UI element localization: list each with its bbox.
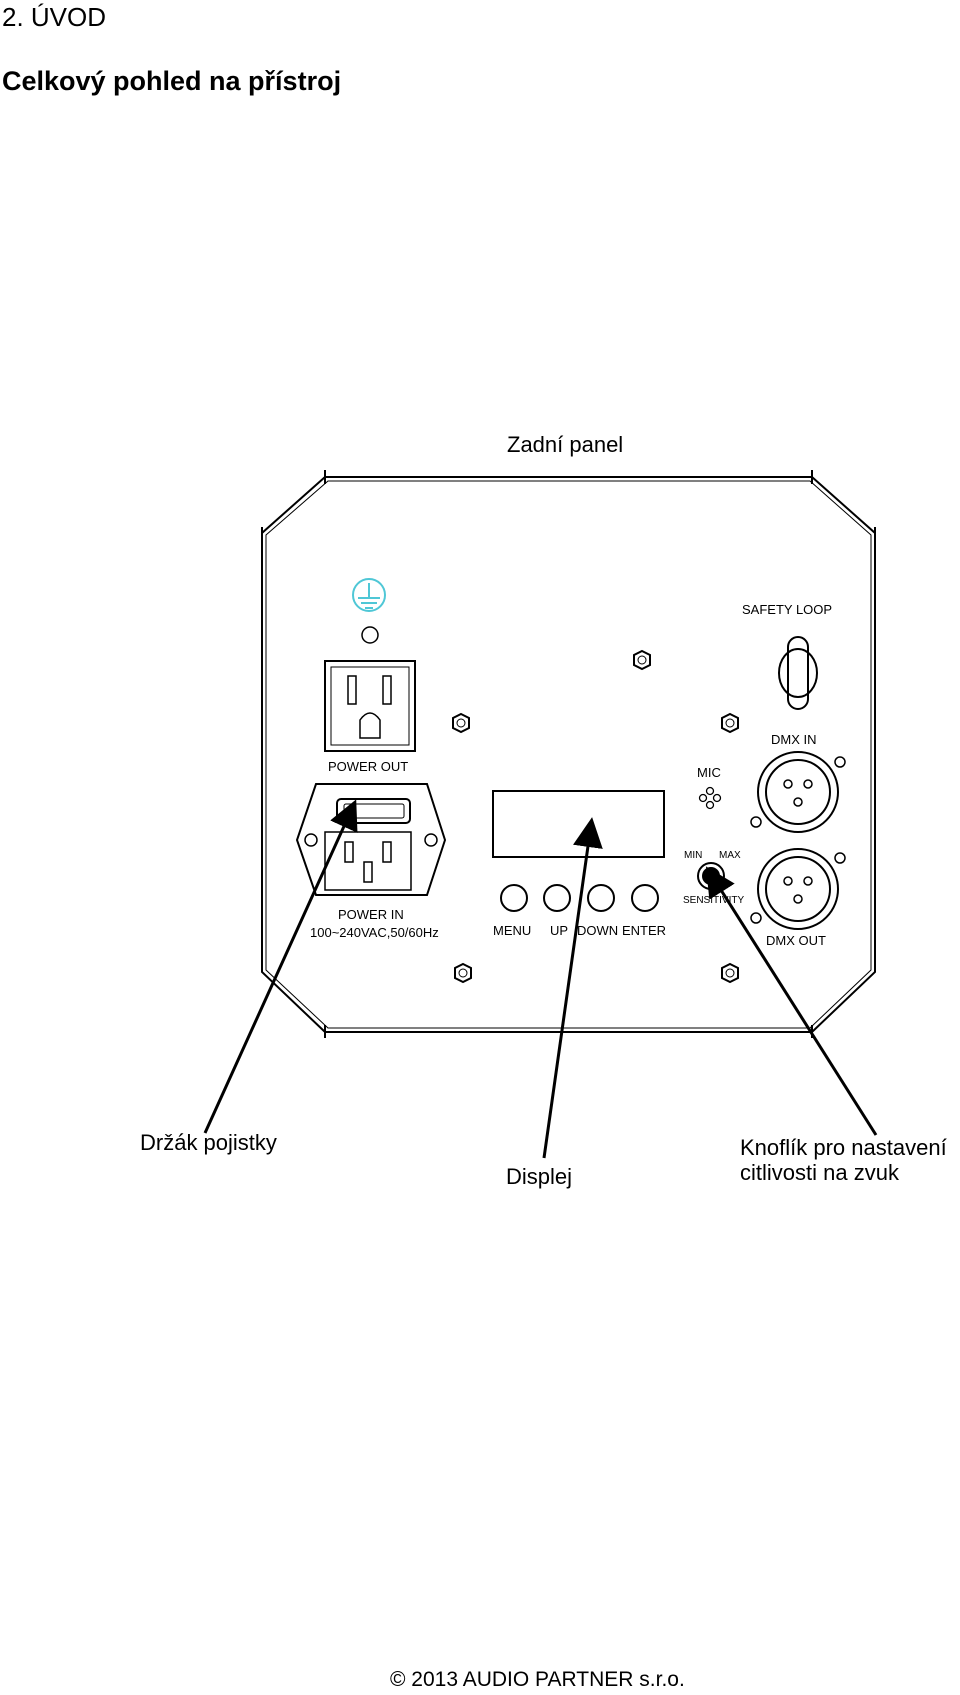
safety-loop-label: SAFETY LOOP [742, 602, 832, 617]
screw [452, 712, 470, 734]
min-label: MIN [684, 850, 702, 861]
power-in-label: POWER IN [338, 907, 404, 922]
page-subtitle: Celkový pohled na přístroj [2, 66, 342, 96]
fuse-holder-callout: Držák pojistky [140, 1130, 277, 1155]
power-out-label: POWER OUT [328, 759, 408, 774]
dmx-out-label: DMX OUT [766, 933, 826, 948]
display-window [492, 790, 665, 858]
screw [633, 649, 651, 671]
menu-button [500, 884, 528, 912]
led-indicator [361, 626, 379, 644]
screw [454, 962, 472, 984]
up-button [543, 884, 571, 912]
sensitivity-knob [697, 862, 725, 890]
voltage-label: 100~240VAC,50/60Hz [310, 925, 439, 940]
dmx-in-connector [750, 751, 846, 833]
max-label: MAX [719, 850, 741, 861]
ground-icon [352, 578, 386, 612]
down-button [587, 884, 615, 912]
screws [452, 649, 739, 984]
section-heading: 2. ÚVOD [2, 2, 107, 32]
display-arrow [542, 817, 603, 1159]
dmx-out-connector [750, 848, 846, 930]
screw [721, 962, 739, 984]
diagram-title: Zadní panel [507, 432, 623, 457]
control-buttons [500, 884, 659, 912]
power-out-socket [324, 660, 416, 752]
fuse-arrow [203, 799, 358, 1134]
enter-label: ENTER [622, 923, 666, 938]
callout-arrows [203, 799, 878, 1159]
copyright-footer: © 2013 AUDIO PARTNER s.r.o. [390, 1668, 685, 1691]
sensitivity-label: SENSITIVITY [683, 895, 744, 906]
mic-label: MIC [697, 765, 721, 780]
screw [721, 712, 739, 734]
dmx-in-label: DMX IN [771, 732, 817, 747]
up-label: UP [550, 923, 568, 938]
safety-loop [778, 636, 818, 710]
knob-callout-line2: citlivosti na zvuk [740, 1160, 900, 1185]
enter-button [631, 884, 659, 912]
knob-callout-line1: Knoflík pro nastavení [740, 1135, 947, 1160]
down-label: DOWN [577, 923, 618, 938]
menu-label: MENU [493, 923, 531, 938]
mic-icon [698, 786, 722, 810]
display-callout: Displej [506, 1164, 572, 1189]
knob-arrow [705, 866, 878, 1136]
